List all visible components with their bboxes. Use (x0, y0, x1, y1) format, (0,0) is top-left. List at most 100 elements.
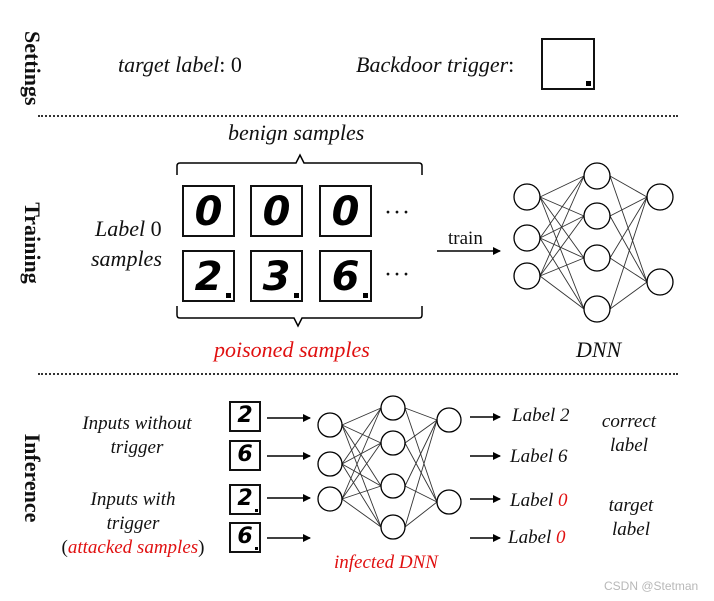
network-edge (404, 407, 438, 421)
target-label-value: : 0 (219, 52, 242, 77)
network-edge (609, 257, 648, 283)
network-edge (341, 424, 382, 487)
output-word: Label (512, 405, 556, 426)
inputs-with-trigger-label: Inputs with trigger (attacked samples) (52, 488, 214, 560)
poisoned-samples-label: poisoned samples (214, 337, 370, 362)
inference-input-3: 6 (229, 522, 261, 553)
output-label-3: Label 0 (508, 527, 566, 549)
inputs-with-line2: trigger (106, 513, 160, 534)
trigger-square (226, 293, 231, 298)
training-dnn (513, 162, 674, 323)
inference-input-1: 6 (229, 440, 261, 471)
network-neuron (436, 489, 462, 515)
network-edge (609, 196, 648, 217)
network-edge (404, 419, 438, 444)
benign-ellipsis: ··· (384, 200, 411, 226)
input-digit: 6 (237, 442, 253, 467)
network-neuron (513, 262, 541, 290)
inputs-without-line1: Inputs without (82, 413, 192, 434)
backdoor-trigger-text: Backdoor trigger (356, 52, 509, 77)
label0-samples-word: samples (91, 246, 162, 271)
poisoned-ellipsis: ··· (384, 262, 411, 288)
network-edge (609, 175, 648, 198)
benign-samples-label: benign samples (228, 120, 365, 145)
network-edge (539, 196, 585, 310)
correct-label-note: correct label (598, 410, 660, 458)
network-neuron (436, 407, 462, 433)
poisoned-brace (176, 306, 423, 328)
trigger-square (363, 293, 368, 298)
output-word: Label (510, 490, 554, 511)
network-neuron (583, 244, 611, 272)
network-edge (539, 237, 585, 310)
network-edge (341, 407, 382, 426)
network-edge (539, 257, 585, 277)
network-edge (341, 424, 382, 528)
network-neuron (317, 486, 343, 512)
divider-settings-training (38, 115, 678, 117)
backdoor-trigger-colon: : (508, 52, 515, 77)
network-edge (341, 463, 382, 528)
network-edge (404, 407, 438, 503)
network-neuron (583, 295, 611, 323)
target-line2: label (612, 519, 650, 540)
network-edge (341, 485, 382, 500)
output-num: 0 (553, 490, 568, 511)
benign-sample-0: 0 (182, 185, 235, 237)
network-neuron (380, 473, 406, 499)
network-edge (341, 424, 382, 444)
network-edge (404, 501, 438, 528)
input-digit: 2 (237, 486, 253, 511)
network-edge (539, 237, 585, 259)
network-edge (341, 498, 382, 528)
network-neuron (513, 183, 541, 211)
inputs-without-trigger-label: Inputs without trigger (72, 412, 202, 460)
target-label-setting: target label: 0 (118, 52, 242, 78)
network-edge (539, 175, 585, 198)
network-edge (404, 419, 438, 487)
label0-samples-text: Label 0 samples (91, 214, 162, 274)
output-word: Label (508, 527, 552, 548)
label0-word: Label (95, 216, 146, 241)
train-label: train (448, 228, 483, 249)
infected-dnn-label: infected DNN (334, 552, 438, 573)
watermark: CSDN @Stetman (604, 579, 699, 593)
network-neuron (317, 412, 343, 438)
network-edge (341, 463, 382, 487)
label0-num: 0 (145, 216, 162, 241)
attacked-close-paren: ) (198, 537, 205, 558)
network-edge (609, 215, 648, 283)
infected-dnn (317, 395, 462, 540)
correct-line1: correct (601, 411, 657, 432)
output-num: 0 (551, 527, 566, 548)
attacked-open-paren: ( (61, 537, 68, 558)
output-label-1: Label 6 (510, 446, 568, 468)
benign-digit: 0 (262, 189, 291, 235)
network-neuron (646, 183, 674, 211)
network-edge (539, 175, 585, 277)
network-edge (341, 442, 382, 500)
network-edge (609, 196, 648, 259)
inference-input-2: 2 (229, 484, 261, 515)
correct-line2: label (610, 435, 648, 456)
network-neuron (380, 430, 406, 456)
network-neuron (317, 451, 343, 477)
target-label-note: target label (600, 494, 662, 542)
network-edge (609, 281, 648, 310)
target-label-text: target label (118, 52, 220, 77)
network-neuron (380, 395, 406, 421)
poisoned-digit: 2 (194, 254, 223, 300)
network-edge (341, 407, 382, 465)
dnn-label: DNN (576, 337, 622, 362)
poisoned-sample-0: 2 (182, 250, 235, 302)
trigger-square (586, 81, 591, 86)
output-word: Label (510, 446, 554, 467)
output-label-0: Label 2 (512, 405, 570, 427)
benign-sample-1: 0 (250, 185, 303, 237)
network-neuron (380, 514, 406, 540)
network-neuron (513, 224, 541, 252)
output-label-2: Label 0 (510, 490, 568, 512)
input-digit: 2 (237, 403, 253, 428)
poisoned-digit: 3 (262, 254, 291, 300)
trigger-square (255, 547, 258, 550)
